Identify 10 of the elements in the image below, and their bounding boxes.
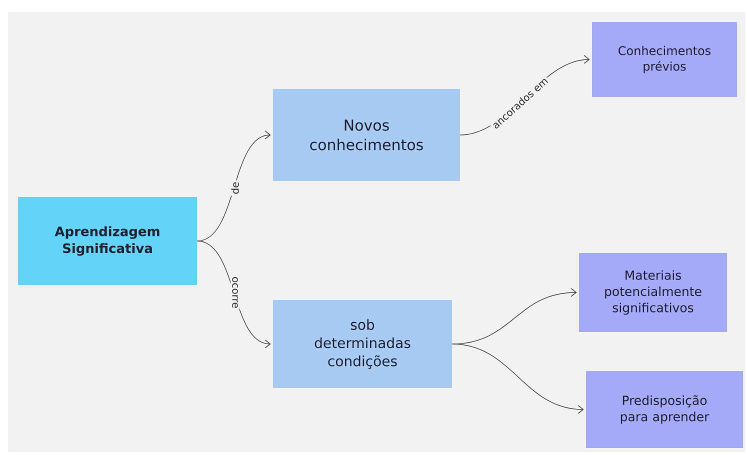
- sticky-note: Materiais potencialmente significativos: [579, 253, 727, 332]
- sticky-note: Predisposição para aprender: [586, 371, 743, 448]
- edge-label: ocorre: [232, 277, 238, 308]
- sticky-note: sob determinadas condições: [273, 300, 452, 388]
- sticky-note: Novos conhecimentos: [273, 89, 460, 181]
- arrow: [452, 344, 584, 414]
- arrow: [196, 130, 271, 242]
- edge-label: de: [231, 182, 239, 194]
- sticky-note: Aprendizagem Significativa: [18, 197, 197, 285]
- sticky-note: Conhecimentos prévios: [592, 22, 737, 97]
